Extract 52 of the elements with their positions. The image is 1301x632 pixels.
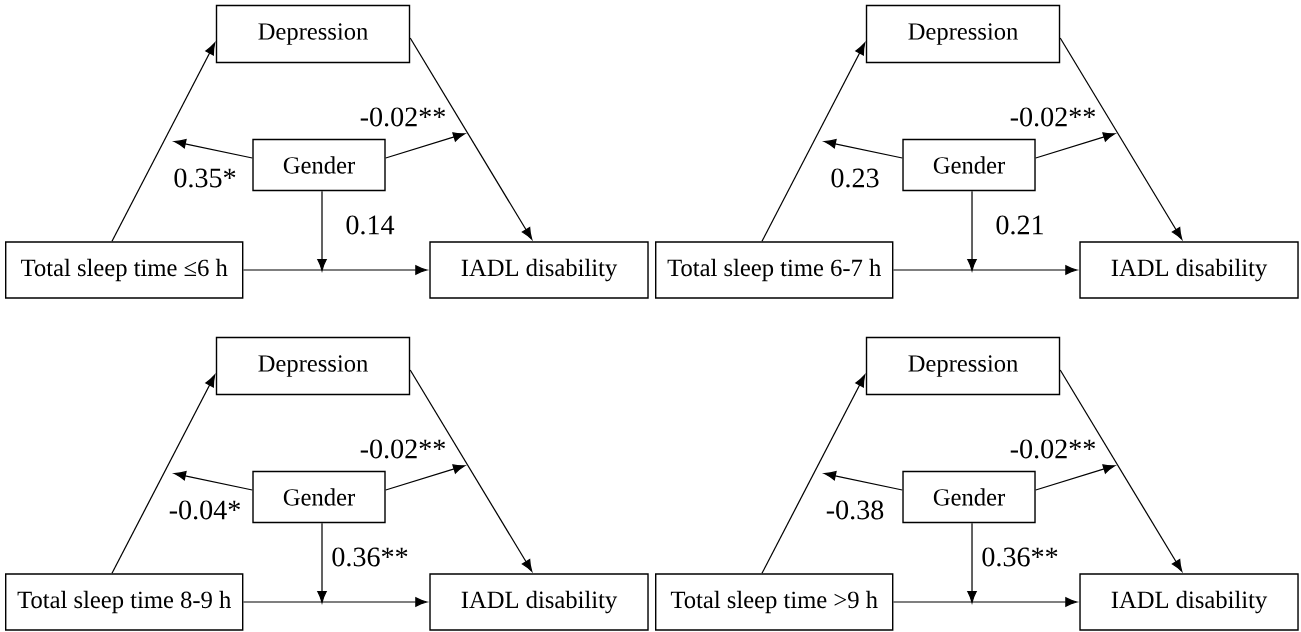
arrow (1059, 369, 1183, 572)
moderation-arrow (385, 132, 466, 159)
arrow (761, 42, 866, 242)
moderation-arrow (173, 471, 253, 491)
edge-label: 0.36** (329, 545, 411, 569)
arrow (242, 597, 428, 607)
edge-label: -0.02** (1007, 437, 1099, 461)
variable-box: Depression (865, 4, 1061, 64)
variable-box: Total sleep time >9 h (655, 573, 894, 631)
arrow (111, 42, 216, 242)
moderation-arrow (1035, 464, 1116, 491)
edge-label: -0.02** (357, 105, 449, 129)
edge-label: -0.04* (166, 498, 244, 522)
variable-box: Depression (215, 336, 411, 396)
edge-label: 0.23 (828, 166, 882, 190)
variable-box: Total sleep time 6-7 h (655, 241, 894, 299)
variable-box: Total sleep time 8-9 h (5, 573, 244, 631)
moderation-arrow (317, 522, 327, 604)
moderation-arrow (967, 190, 977, 272)
variable-box: Depression (865, 336, 1061, 396)
moderator-box: Gender (252, 138, 386, 192)
variable-box: IADL disability (429, 573, 649, 631)
moderation-arrow (1035, 132, 1116, 159)
moderation-arrow (967, 522, 977, 604)
variable-box: IADL disability (1079, 241, 1299, 299)
moderation-arrow (173, 139, 253, 159)
moderation-arrow (823, 471, 903, 491)
moderator-box: Gender (252, 470, 386, 524)
arrow (1059, 37, 1183, 240)
arrow (409, 37, 533, 240)
arrow (892, 597, 1078, 607)
variable-box: IADL disability (429, 241, 649, 299)
moderator-box: Gender (902, 470, 1036, 524)
variable-box: Depression (215, 4, 411, 64)
variable-box: Total sleep time ≤6 h (5, 241, 244, 299)
edge-label: 0.35* (171, 166, 239, 190)
moderation-arrow (317, 190, 327, 272)
arrow (761, 374, 866, 574)
edge-label: -0.02** (357, 437, 449, 461)
moderation-arrow (385, 464, 466, 491)
edge-label: 0.21 (993, 213, 1047, 237)
arrow (409, 369, 533, 572)
arrow (242, 265, 428, 275)
arrow (892, 265, 1078, 275)
edge-label: -0.38 (824, 498, 887, 522)
variable-box: IADL disability (1079, 573, 1299, 631)
edge-label: -0.02** (1007, 105, 1099, 129)
moderator-box: Gender (902, 138, 1036, 192)
arrow (111, 374, 216, 574)
edge-label: 0.14 (343, 213, 397, 237)
edge-label: 0.36** (979, 545, 1061, 569)
moderation-arrow (823, 139, 903, 159)
